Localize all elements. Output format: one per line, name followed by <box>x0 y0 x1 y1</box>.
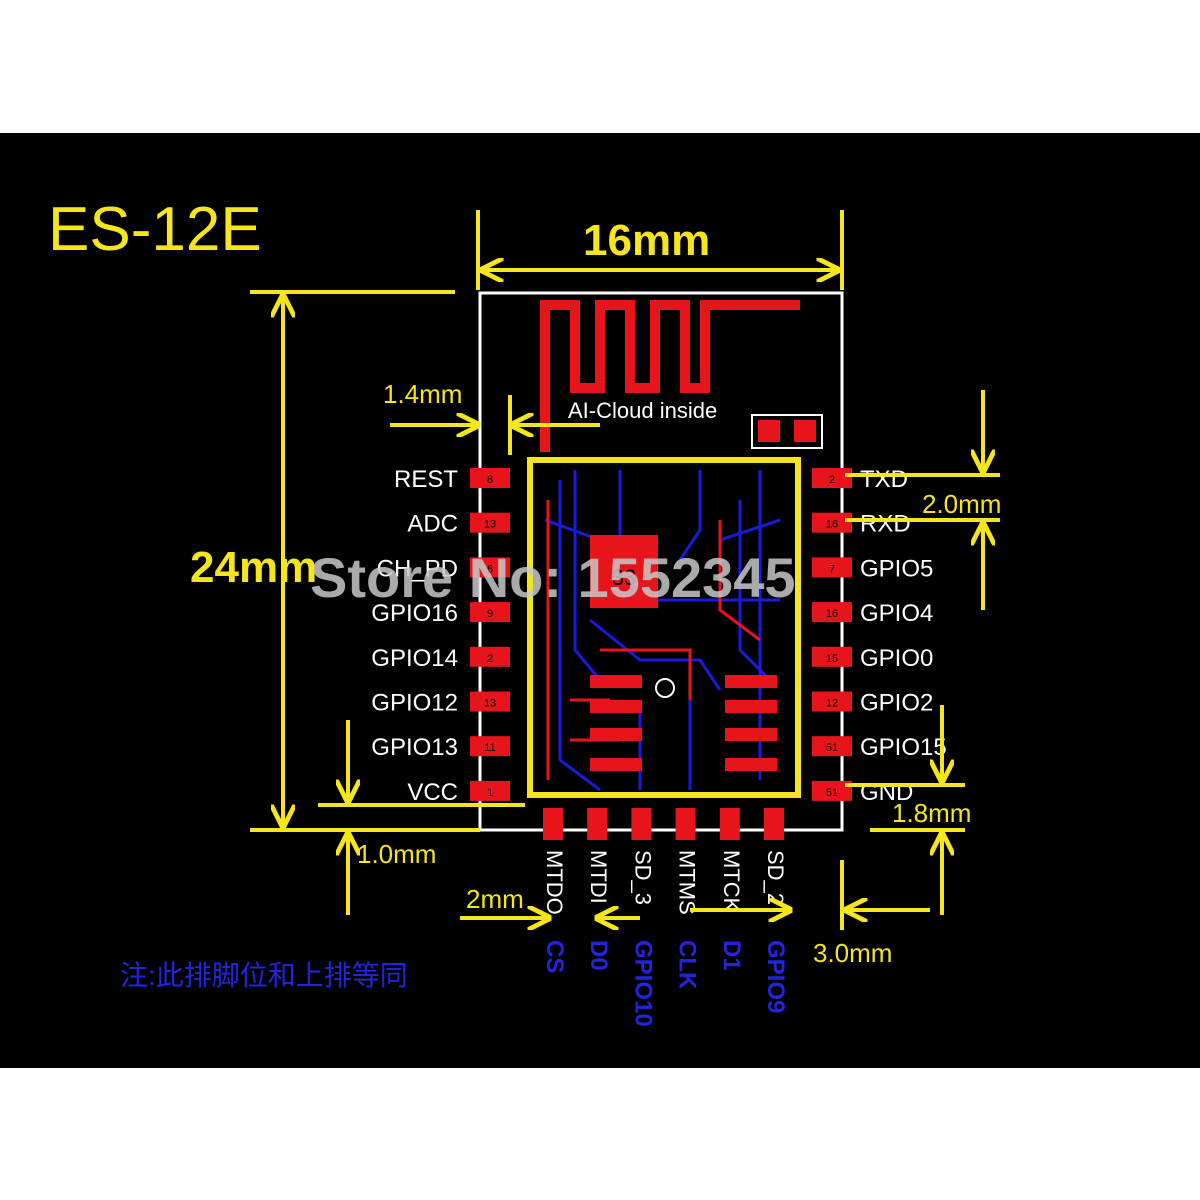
right-pin-label: GPIO4 <box>860 600 933 627</box>
bottom-right-offset-label: 1.8mm <box>892 798 971 828</box>
left-pin-pad <box>470 736 510 757</box>
left-pin-pad-number: 6 <box>487 563 493 575</box>
bottom-pin-pad <box>543 808 563 840</box>
left-pin-label: GPIO13 <box>371 734 458 761</box>
bottom-pin-alt-label: CLK <box>674 940 701 990</box>
left-pin-label: GPIO14 <box>371 645 458 672</box>
right-pin-pad <box>812 780 852 801</box>
height-dimension-label: 24mm <box>190 543 317 592</box>
right-pin-pad-number: 51 <box>826 787 838 799</box>
bottom-pin-alt-label: D1 <box>718 940 745 971</box>
right-pin-label: GPIO2 <box>860 690 933 717</box>
left-pin-pad-number: 11 <box>484 742 495 754</box>
left-pin-label: GPIO12 <box>371 690 458 717</box>
bottom-pin-pad <box>719 808 740 840</box>
bottom-pin-label: MTCK <box>719 850 744 913</box>
antenna-label: AI-Cloud inside <box>568 398 717 423</box>
right-pin-label: GPIO15 <box>860 734 947 761</box>
left-pin-label: ADC <box>407 511 458 538</box>
bottom-pin-pad <box>587 808 608 840</box>
left-pin-column: 8REST13ADC6CH_PD9GPIO162GPIO1413GPIO1211… <box>371 466 510 806</box>
left-pin-pad <box>470 512 510 533</box>
left-pin-pad-number: 13 <box>484 698 496 710</box>
pin1-marker <box>655 678 675 698</box>
right-pin-pad <box>812 512 852 533</box>
right-pin-label: TXD <box>860 466 908 493</box>
bottom-pin-pitch-label: 2mm <box>466 884 524 914</box>
antenna-trace <box>540 300 800 452</box>
right-pin-pad-number: 15 <box>826 653 838 665</box>
left-pin-label: CH_PD <box>377 555 458 582</box>
left-pin-pad <box>470 557 510 578</box>
left-pin-pad-number: 9 <box>487 608 493 620</box>
pin-pitch-label: 2.0mm <box>922 489 1001 519</box>
shield-outline <box>527 457 801 798</box>
left-pin-pad <box>470 780 510 801</box>
footnote: 注:此排脚位和上排等同 <box>120 960 408 991</box>
bottom-pin-alt-label: GPIO9 <box>762 940 789 1013</box>
bottom-pin-label: MTDO <box>542 850 567 915</box>
right-pin-pad-number: 16 <box>826 608 838 620</box>
right-pin-pad <box>812 468 852 488</box>
right-pin-pad <box>812 646 852 667</box>
main-chip <box>590 535 658 608</box>
left-pin-label: VCC <box>407 779 458 806</box>
bottom-pin-label: SD_2 <box>763 850 788 905</box>
bottom-pin-alt-label: D0 <box>585 940 612 971</box>
dimension-lines <box>250 210 1000 930</box>
left-pin-label: GPIO16 <box>371 600 458 627</box>
bottom-pin-label: SD_3 <box>630 850 655 905</box>
store-watermark: Store No: 1552345 <box>310 546 796 609</box>
chip-label: 33 <box>612 565 636 590</box>
right-pin-label: GPIO5 <box>860 555 933 582</box>
bottom-pin-pad <box>631 808 652 840</box>
left-pin-label: REST <box>394 466 458 493</box>
right-pin-pad-number: 51 <box>826 742 838 754</box>
right-pin-pad <box>812 691 852 712</box>
bottom-edge-label: 3.0mm <box>813 938 892 968</box>
antenna-pad-outline <box>751 414 823 449</box>
right-pin-label: RXD <box>860 511 911 538</box>
right-pin-label: GPIO0 <box>860 645 933 672</box>
left-pin-pad-number: 2 <box>487 653 493 665</box>
bottom-pin-alt-label: GPIO10 <box>629 940 656 1027</box>
left-pin-pad <box>470 691 510 712</box>
left-pin-pad-number: 8 <box>487 474 493 486</box>
right-pin-pad <box>812 736 852 757</box>
right-pin-pad-number: 16 <box>826 519 838 531</box>
right-pin-pad-number: 12 <box>826 698 838 710</box>
right-pin-pad <box>812 557 852 578</box>
left-pin-pad-number: 1 <box>487 787 493 799</box>
antenna-pad-right <box>794 420 816 442</box>
bottom-left-offset-label: 1.0mm <box>357 839 436 869</box>
flash-pads <box>590 675 777 771</box>
bottom-pin-alt-label: CS <box>541 940 568 973</box>
left-pin-pad-number: 13 <box>484 519 496 531</box>
right-pin-pad <box>812 602 852 623</box>
left-pin-pad <box>470 646 510 667</box>
width-dimension-label: 16mm <box>583 216 710 265</box>
module-title: ES-12E <box>48 195 262 264</box>
right-pin-pad-number: 2 <box>829 474 835 486</box>
bottom-pin-pad <box>675 808 696 840</box>
left-pin-pad <box>470 468 510 488</box>
antenna-offset-label: 1.4mm <box>383 379 462 409</box>
antenna-pad-left <box>758 420 780 442</box>
bottom-pin-label: MTMS <box>675 850 700 915</box>
right-pin-pad-number: 7 <box>829 563 835 575</box>
bottom-pin-label: MTDI <box>586 850 611 904</box>
bottom-pin-pad <box>764 808 784 840</box>
left-pin-pad <box>470 602 510 623</box>
